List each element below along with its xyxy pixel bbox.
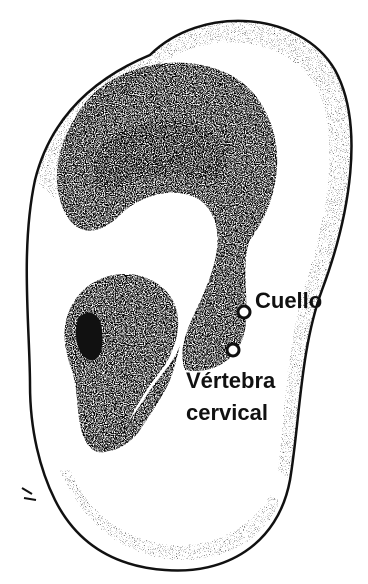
cervical-label-line2: cervical — [186, 400, 268, 425]
neck-point-marker — [238, 306, 250, 318]
edge-mark — [22, 488, 36, 500]
cervical-point-marker — [227, 344, 239, 356]
neck-label: Cuello — [255, 288, 322, 313]
cervical-label-line1: Vértebra — [186, 368, 276, 393]
